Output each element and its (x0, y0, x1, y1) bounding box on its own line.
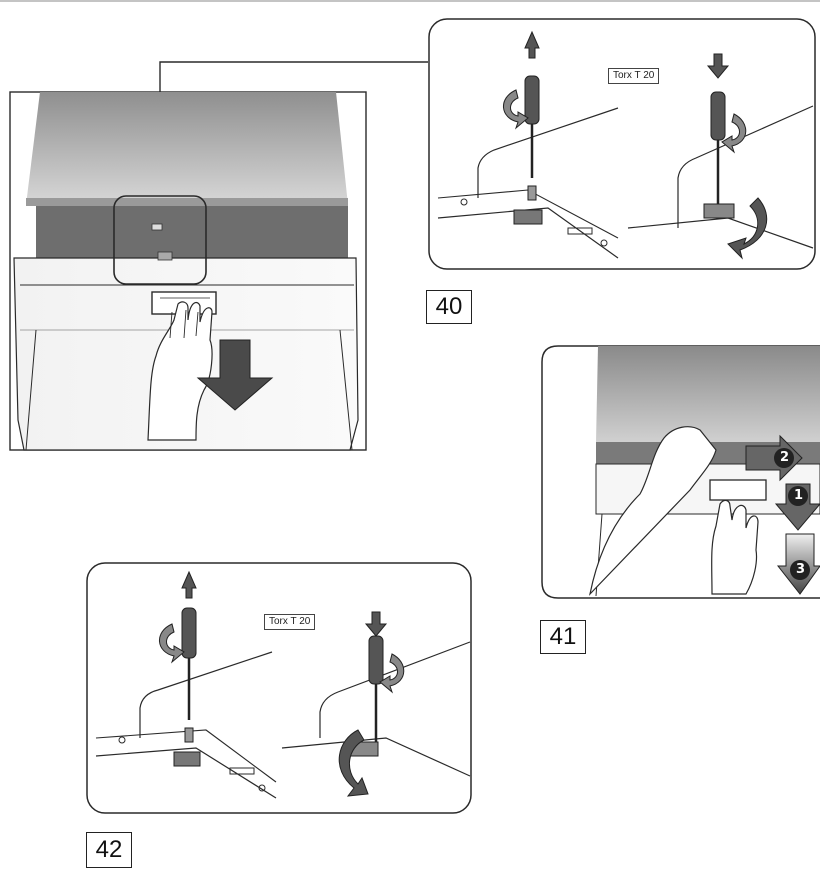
down-arrow-icon (364, 611, 388, 637)
rotate-arrow-icon-2 (379, 653, 405, 694)
rotate-arrow-icon-2 (721, 113, 747, 154)
figure-41-illustration (541, 345, 820, 599)
step-1-label: 1 (794, 488, 804, 503)
screwdriver-icon (181, 607, 197, 659)
figure-42-frame (86, 562, 472, 814)
hand-icon-bottom (711, 499, 759, 595)
screwdriver-icon-2 (710, 91, 726, 141)
figure-42-number: 42 (86, 832, 132, 868)
callout-highlight (113, 195, 207, 285)
hand-icon-top (589, 426, 717, 596)
top-border-line (0, 0, 820, 2)
up-arrow-icon (181, 570, 197, 599)
door-installation-illustration (9, 61, 428, 451)
curved-arrow-icon (727, 197, 768, 260)
figure-42-illustration (86, 562, 472, 814)
down-arrow-icon (196, 339, 274, 411)
rotate-arrow-icon (159, 623, 185, 664)
down-arrow-icon-41a (774, 483, 820, 531)
up-arrow-icon (524, 30, 540, 59)
down-arrow-icon-2 (706, 53, 730, 79)
figure-40-illustration (428, 18, 816, 270)
screwdriver-icon (524, 75, 540, 125)
countertop (26, 92, 348, 205)
curved-arrow-icon (338, 729, 369, 797)
figure-42-tool-label: Torx T 20 (264, 614, 316, 630)
figure-40-number: 40 (426, 290, 472, 324)
step-3-label: 3 (796, 562, 806, 577)
dark-band (36, 206, 348, 258)
screwdriver-icon-2 (368, 635, 384, 685)
figure-41-number: 41 (540, 620, 586, 654)
step-2-label: 2 (780, 450, 790, 465)
figure-40-tool-label: Torx T 20 (608, 68, 660, 84)
rotate-arrow-icon (503, 89, 529, 130)
